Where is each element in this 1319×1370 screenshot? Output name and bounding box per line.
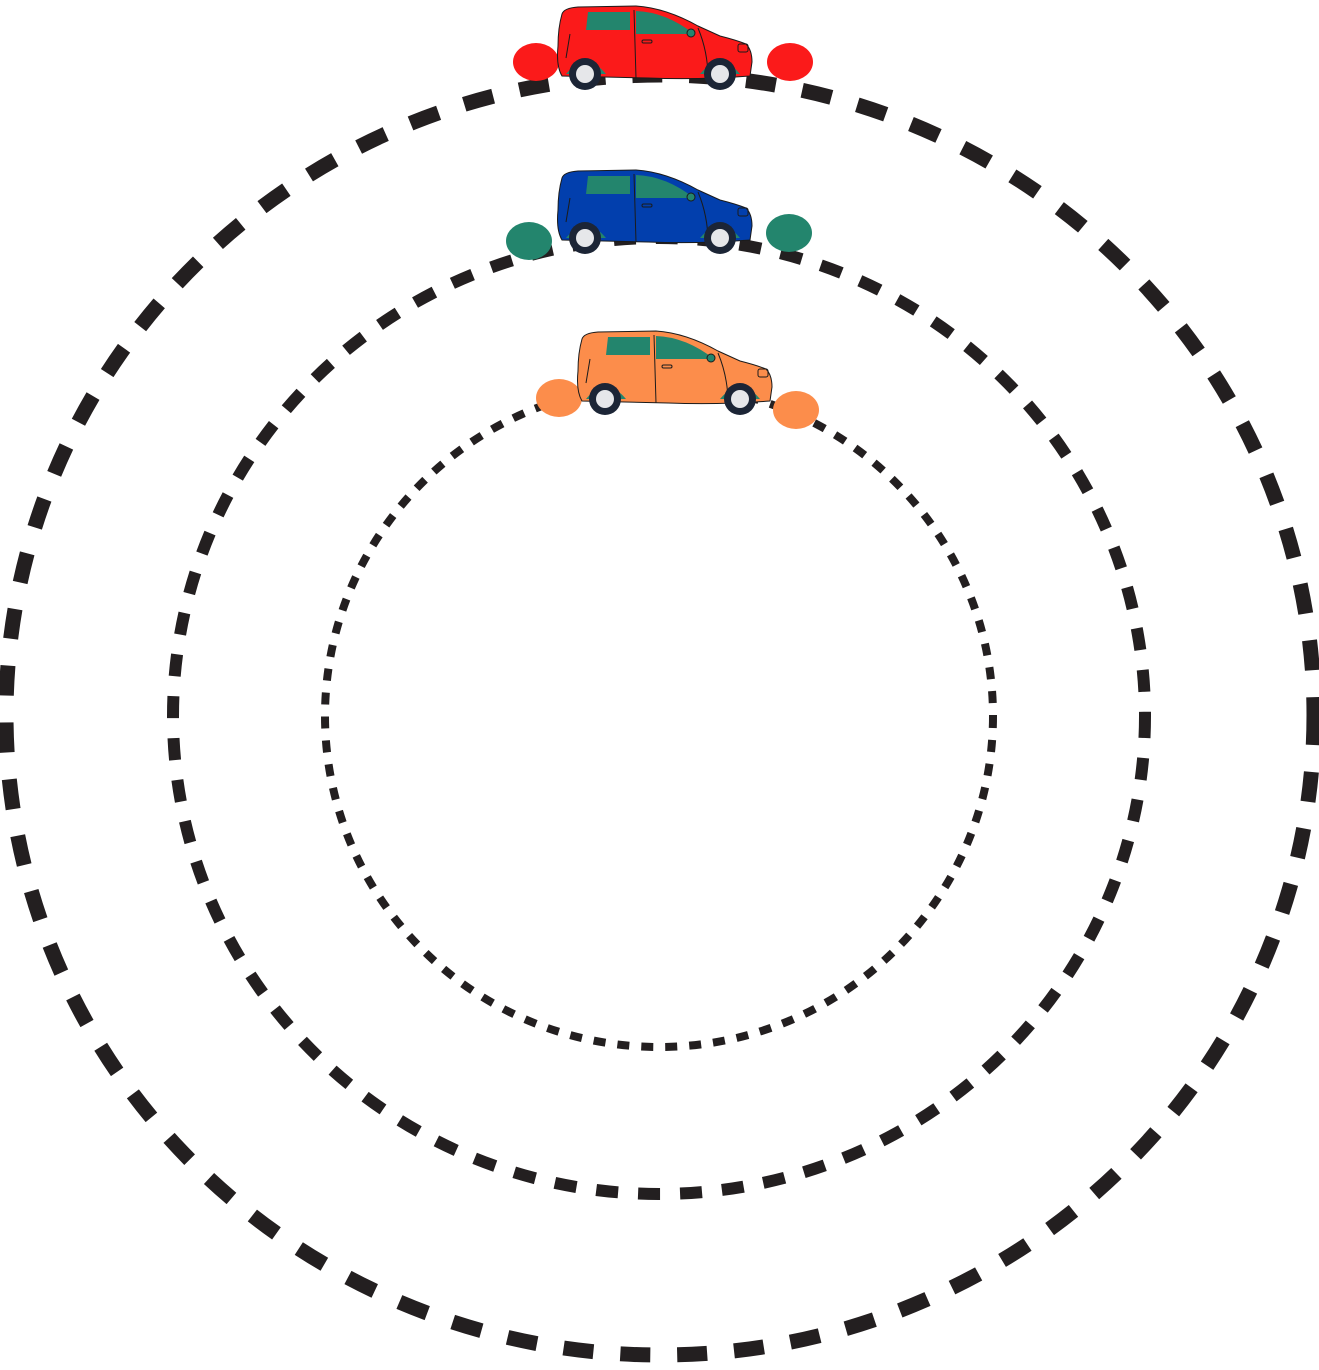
car-window-rear bbox=[606, 337, 650, 355]
car-mirror bbox=[686, 192, 696, 202]
car-window-front bbox=[636, 11, 694, 34]
car-icon bbox=[557, 169, 753, 254]
car-door-handle bbox=[641, 39, 653, 44]
left-marker-outer-track bbox=[513, 43, 559, 81]
car-mirror bbox=[686, 28, 696, 38]
outer-track bbox=[0, 67, 1319, 1363]
car-headlight bbox=[737, 207, 749, 217]
car-hub-front bbox=[711, 229, 729, 247]
inner-track bbox=[321, 381, 997, 1051]
car-headlight bbox=[757, 368, 769, 378]
car-icon bbox=[557, 5, 753, 90]
right-marker-inner-track bbox=[773, 391, 819, 429]
car-window-front bbox=[636, 175, 694, 198]
car-window-rear bbox=[586, 176, 630, 194]
car-hub-rear bbox=[576, 229, 594, 247]
car-headlight bbox=[737, 43, 749, 53]
left-marker-inner-track bbox=[536, 379, 582, 417]
right-marker-outer-track bbox=[767, 43, 813, 81]
car-window-front bbox=[656, 336, 714, 359]
car-icon bbox=[577, 330, 773, 415]
left-marker-middle-track bbox=[506, 222, 552, 260]
right-marker-middle-track bbox=[766, 214, 812, 252]
car-window-rear bbox=[586, 12, 630, 30]
car-door-handle bbox=[661, 364, 673, 369]
car-hub-rear bbox=[596, 390, 614, 408]
car-hub-front bbox=[731, 390, 749, 408]
car-mirror bbox=[706, 353, 716, 363]
car-hub-front bbox=[711, 65, 729, 83]
car-door-handle bbox=[641, 203, 653, 208]
car-hub-rear bbox=[576, 65, 594, 83]
